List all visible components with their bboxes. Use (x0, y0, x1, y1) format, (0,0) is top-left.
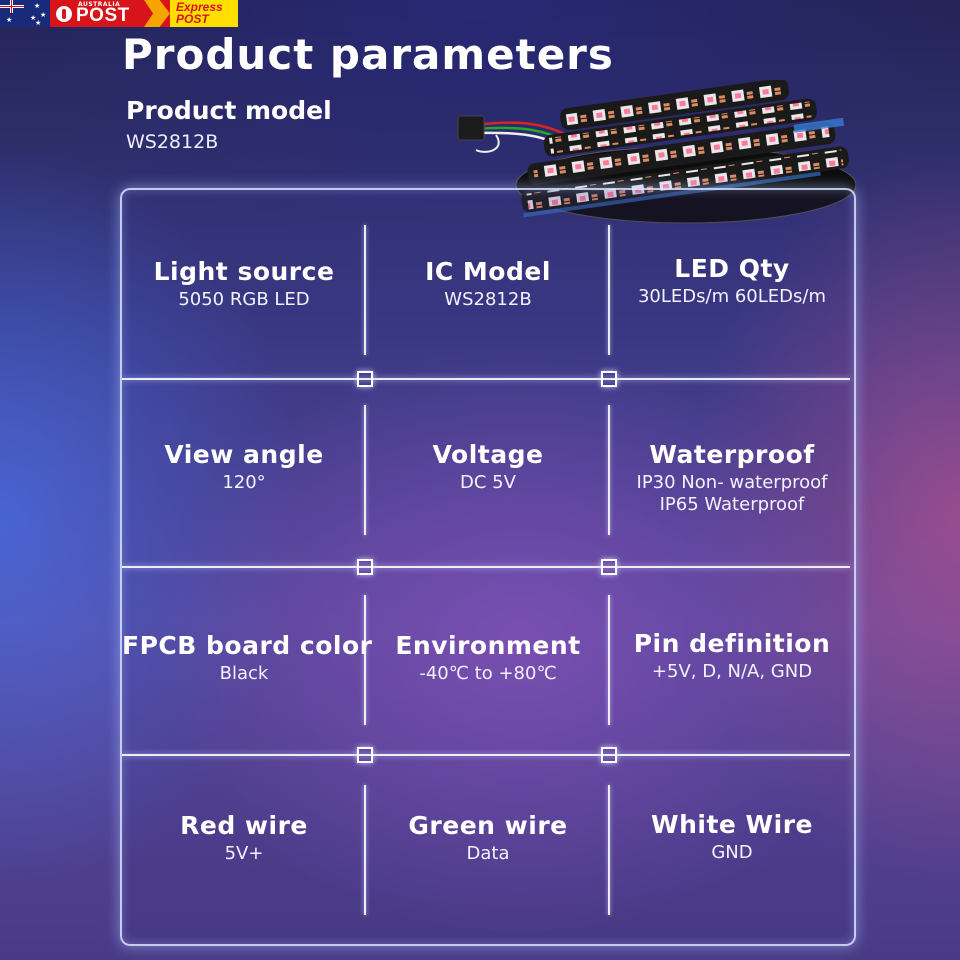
param-cell-green-wire: Green wire Data (366, 811, 610, 865)
param-cell-red-wire: Red wire 5V+ (122, 811, 366, 865)
param-label: Pin definition (633, 629, 831, 658)
arrow-icon (144, 0, 170, 27)
grid-divider (364, 785, 366, 915)
product-model-label: Product model (126, 96, 332, 125)
australia-post-logo: AUSTRALIA POST (50, 0, 170, 27)
grid-node-icon (357, 371, 373, 387)
product-model-value: WS2812B (126, 131, 219, 153)
param-value: 30LEDs/m 60LEDs/m (637, 286, 826, 307)
grid-divider (608, 405, 610, 535)
param-value: +5V, D, N/A, GND (651, 661, 813, 682)
australian-flag-icon: ★ ★ ★ ★ ★ (0, 0, 50, 27)
param-cell-ic-model: IC Model WS2812B (366, 257, 610, 311)
grid-divider (608, 595, 610, 725)
param-label: IC Model (425, 257, 551, 286)
param-label: LED Qty (674, 254, 790, 283)
param-value: DC 5V (460, 472, 516, 493)
param-cell-view-angle: View angle 120° (122, 440, 366, 494)
param-value: 5050 RGB LED (178, 289, 310, 310)
australia-post-small-text: AUSTRALIA (78, 1, 121, 8)
grid-divider (364, 405, 366, 535)
param-cell-fpcb-board-color: FPCB board color Black (122, 631, 373, 685)
shipping-badges: ★ ★ ★ ★ ★ AUSTRALIA POST Express POST (0, 0, 238, 27)
param-value: 120° (222, 472, 266, 493)
param-label: FPCB board color (122, 631, 373, 660)
australia-post-text: POST (76, 4, 130, 26)
grid-node-icon (357, 747, 373, 763)
param-label: Environment (395, 631, 581, 660)
param-cell-waterproof: Waterproof IP30 Non- waterproof IP65 Wat… (610, 440, 854, 516)
express-post-logo: Express POST (170, 0, 238, 27)
param-label: View angle (164, 440, 324, 469)
param-label: Green wire (408, 811, 568, 840)
param-label: Red wire (180, 811, 308, 840)
param-value: -40℃ to +80℃ (419, 663, 557, 684)
param-label: Light source (153, 257, 335, 286)
param-value: GND (711, 842, 753, 863)
param-cell-environment: Environment -40℃ to +80℃ (366, 631, 610, 685)
grid-divider (364, 595, 366, 725)
param-label: Waterproof (649, 440, 815, 469)
param-cell-voltage: Voltage DC 5V (366, 440, 610, 494)
led-strip-reel-image (457, 80, 856, 224)
param-cell-light-source: Light source 5050 RGB LED (122, 257, 366, 311)
grid-divider (364, 225, 366, 355)
param-value: Black (219, 663, 269, 684)
param-cell-led-qty: LED Qty 30LEDs/m 60LEDs/m (610, 254, 854, 308)
param-value: WS2812B (444, 289, 532, 310)
grid-divider (122, 566, 850, 568)
grid-node-icon (601, 747, 617, 763)
grid-node-icon (601, 371, 617, 387)
grid-divider (608, 785, 610, 915)
grid-divider (122, 754, 850, 756)
grid-divider (122, 378, 850, 380)
param-cell-white-wire: White Wire GND (610, 810, 854, 864)
grid-node-icon (601, 559, 617, 575)
param-value: 5V+ (224, 843, 264, 864)
express-post-line2: POST (176, 12, 209, 26)
grid-node-icon (357, 559, 373, 575)
param-value: IP30 Non- waterproof IP65 Waterproof (636, 472, 828, 515)
param-cell-pin-definition: Pin definition +5V, D, N/A, GND (610, 629, 854, 683)
grid-divider (608, 225, 610, 355)
australia-post-icon (56, 5, 72, 22)
param-label: Voltage (432, 440, 544, 469)
param-value: Data (466, 843, 510, 864)
express-post-line1: Express (176, 0, 223, 14)
param-label: White Wire (651, 810, 813, 839)
page-title: Product parameters (122, 30, 614, 79)
